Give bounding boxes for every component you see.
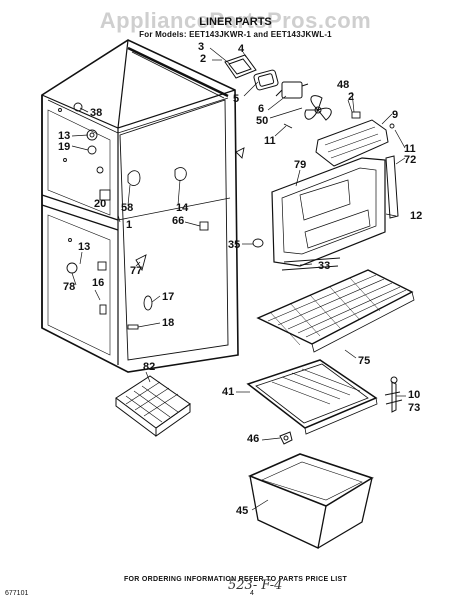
label-45: 45 [236,505,249,517]
evaporator-cover-12 [271,157,386,267]
label-2-right: 2 [348,91,355,103]
model-numbers: For Models: EET143JKWR-1 and EET143JKWL-… [139,30,332,39]
label-1: 1 [126,219,133,231]
crisper-knob-46 [279,431,293,445]
label-48: 48 [337,79,350,91]
label-46: 46 [247,433,260,445]
wire-shelf-75 [256,269,415,353]
label-41: 41 [222,386,235,398]
label-4: 4 [238,43,245,55]
label-18: 18 [162,317,175,329]
breaker-strip-3 [127,46,229,99]
label-9: 9 [392,109,399,121]
crisper-cover-41 [246,359,378,435]
label-20: 20 [94,198,107,210]
label-17: 17 [162,291,175,303]
label-5: 5 [233,93,240,105]
label-50: 50 [256,115,269,127]
label-3: 3 [198,41,205,53]
label-11-right: 11 [404,143,416,155]
liner-cabinet [41,39,239,373]
screws-48 [235,111,395,159]
ice-cube-tray-82 [115,375,191,437]
page-number: 4 [250,590,254,597]
thermostat-10-73 [384,376,403,413]
label-10: 10 [408,389,421,401]
label-6: 6 [258,103,265,115]
air-damper-housing-4 [224,54,257,79]
trim-strip-72 [385,155,399,219]
label-58: 58 [121,202,134,214]
label-35: 35 [228,239,241,251]
leader-lines [71,47,406,511]
label-14: 14 [176,202,189,214]
label-13: 13 [58,130,71,142]
document-code: 677101 [5,590,29,597]
label-78: 78 [63,281,76,293]
label-66: 66 [172,215,185,227]
watermark: AppliancePartsPros.com [99,8,372,33]
label-82: 82 [143,361,156,373]
label-77: 77 [130,265,143,277]
evaporator-cover-grille-9 [315,119,389,167]
label-75: 75 [358,355,371,367]
label-79: 79 [294,159,307,171]
gasket-5 [253,69,279,91]
label-16: 16 [92,277,105,289]
shelf-supports [127,167,209,330]
label-11: 11 [264,135,276,147]
ordering-note: FOR ORDERING INFORMATION REFER TO PARTS … [123,576,348,583]
handwritten-note: 523- F-4 [228,578,283,593]
label-33: 33 [318,260,331,272]
label-19: 19 [58,141,71,153]
label-72: 72 [404,154,417,166]
liner-hardware [58,102,111,315]
diagram-title: LINER PARTS [199,16,272,28]
fan-blade-50 [304,95,332,121]
label-2: 2 [200,53,207,65]
label-13-lower: 13 [78,241,91,253]
label-73: 73 [408,402,421,414]
label-38: 38 [90,107,103,119]
crisper-pan-45 [247,453,374,549]
fasteners-35-33 [252,238,341,271]
label-12: 12 [410,210,423,222]
fan-motor-6 [275,81,309,99]
